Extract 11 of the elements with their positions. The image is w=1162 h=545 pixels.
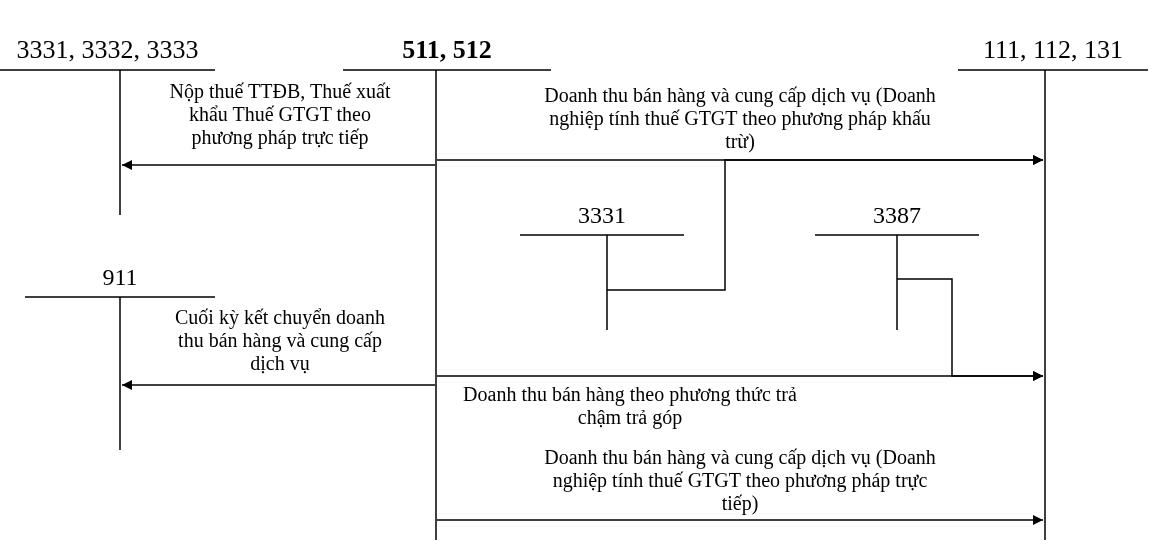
account-title: 111, 112, 131: [981, 34, 1125, 66]
arrow: [121, 380, 436, 390]
account-title: 3331, 3332, 3333: [15, 34, 200, 66]
account-title: 3387: [872, 201, 922, 230]
arrow: [121, 160, 436, 170]
account-title: 511, 512: [401, 34, 493, 66]
account-title: 3331: [577, 201, 627, 230]
arrow: [606, 155, 1044, 291]
account-title: 911: [101, 263, 139, 292]
arrow: [896, 278, 1044, 381]
arrow: [436, 515, 1044, 525]
